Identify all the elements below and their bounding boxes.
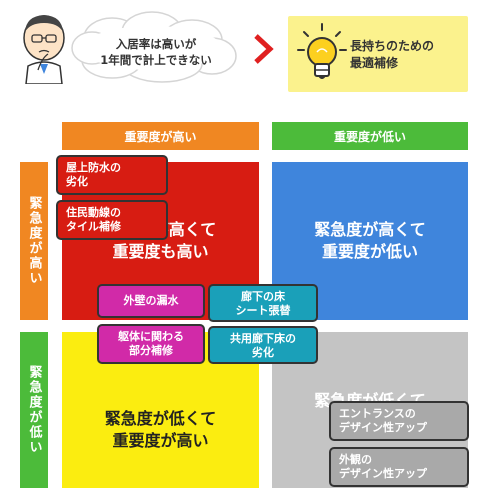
lightbulb-icon	[297, 23, 347, 79]
solution-box: 長持ちのための 最適補修	[288, 16, 468, 92]
importance-low-header: 重要度が低い	[272, 122, 468, 150]
urgency-high-header: 緊急度が高い	[20, 162, 48, 320]
importance-high-header: 重要度が高い	[62, 122, 259, 150]
item-roof-waterproofing: 屋上防水の 劣化	[56, 155, 168, 195]
item-tile-repair: 住民動線の タイル補修	[56, 200, 168, 240]
item-wall-leak: 外壁の漏水	[97, 284, 205, 318]
arrow-right-icon	[252, 34, 274, 64]
item-exterior-design: 外観の デザイン性アップ	[329, 447, 469, 487]
item-structural-repair: 躯体に関わる 部分補修	[97, 324, 205, 364]
quadrant-label: 緊急度が低くて 重要度が高い	[104, 409, 217, 450]
problem-text: 入居率は高いが 1年間で計上できない	[100, 37, 212, 67]
item-corridor-floor: 共用廊下床の 劣化	[208, 326, 318, 364]
item-floor-sheet: 廊下の床 シート張替	[208, 284, 318, 322]
solution-text: 長持ちのための 最適補修	[350, 39, 435, 70]
urgency-low-header: 緊急度が低い	[20, 332, 48, 488]
item-entrance-design: エントランスの デザイン性アップ	[329, 401, 469, 441]
quadrant-label: 緊急度が高くて 重要度が低い	[314, 220, 426, 261]
thought-cloud: 入居率は高いが 1年間で計上できない	[12, 8, 240, 84]
worried-person-icon	[23, 11, 237, 84]
